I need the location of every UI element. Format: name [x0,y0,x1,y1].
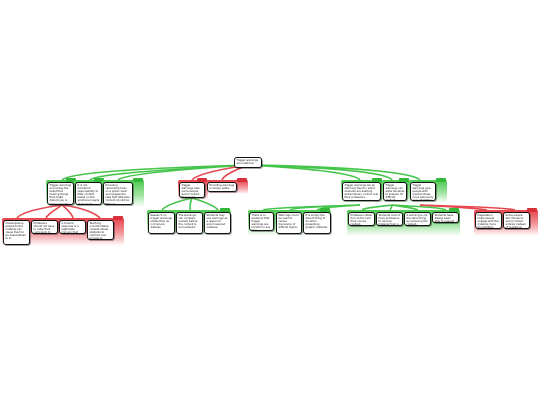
root-claim-node[interactable]: Trigger warnings are unethical. [234,157,262,168]
claim-text: Teaching uncomfortable content allows st… [89,222,109,240]
claim-node-c3[interactable]: Trigger warnings can allow students to p… [383,182,407,201]
band-cap [66,178,76,182]
claim-text: There is no evidence that trigger warnin… [251,214,271,231]
band-cap [94,178,104,182]
claim-text: Trigger warnings are an alarming trend i… [344,184,379,200]
edge-root-c4 [247,164,421,181]
claim-text: It is simply the decent thing to do when… [305,214,328,230]
claim-node-b1[interactable]: Research on trigger warnings shows they … [148,212,175,234]
claim-node-a3[interactable]: A trauma response is a legitimate concer… [59,220,86,234]
edge-root-p1 [61,164,249,181]
band-cap [197,178,207,182]
claim-node-a1[interactable]: Overexposing people to the material can … [3,220,30,245]
claim-node-p2[interactable]: It is not educators' responsibility to f… [75,182,102,205]
claim-text: Providing censorship tools on a public l… [105,184,130,205]
band-cap [237,178,247,182]
claim-text: Trigger warnings can allow students to p… [385,184,405,201]
claim-text: Warnings could be used to censor discuss… [278,214,299,230]
claim-node-b3[interactable]: Students may use warnings as a reason to… [204,212,231,234]
claim-text: It is not educators' responsibility to f… [77,184,100,205]
band-cap [133,178,143,182]
band-cap [113,216,123,220]
claim-node-d3[interactable]: It is simply the decent thing to do when… [303,212,331,234]
claim-node-d1[interactable]: There is no evidence that trigger warnin… [249,212,274,231]
claim-text: Research on trigger warnings shows they … [150,214,172,230]
claim-node-c1[interactable]: Trigger warnings help some people avoid … [179,182,205,198]
claim-text: The warnings can increase anxiety before… [178,214,198,230]
claim-node-a4[interactable]: Teaching uncomfortable content allows st… [87,220,114,240]
claim-text: Overexposing people to the material can … [5,222,26,241]
band-cap [320,208,330,212]
band-cap [527,208,537,212]
claim-node-b2[interactable]: The warnings can increase anxiety before… [176,212,203,234]
claim-text: Trigger warnings give people with mental… [412,184,434,201]
claim-node-p3[interactable]: Providing censorship tools on a public l… [103,182,133,205]
band-cap [372,178,382,182]
edge-c3-e4 [391,204,447,211]
claim-node-f1[interactable]: Preparation helps people engage with the… [475,212,502,229]
claim-text: Students may use warnings as a reason to… [206,214,228,230]
claim-text: Students cannot force professors to remo… [378,214,400,226]
claim-node-f2[interactable]: Some people will choose to avoid content… [503,212,530,229]
claim-text: A warning is not the same thing as remov… [406,214,428,226]
edge-c3-e1 [361,204,393,211]
edge-c4-f2 [419,204,516,211]
claim-text: A trauma response is a legitimate concer… [61,222,79,234]
claim-text: Professors should not have to cater thei… [33,222,55,234]
root-claim-text: Trigger warnings are unethical. [236,159,259,166]
claim-node-c2[interactable]: Providing warnings is simply polite. [207,182,237,192]
claim-node-p1[interactable]: Trigger warnings encourage the belief th… [47,182,74,205]
claim-node-e2[interactable]: Students cannot force professors to remo… [376,212,403,226]
claim-node-c4[interactable]: Trigger warnings give people with mental… [410,182,436,201]
claim-text: Professors retain full control over thei… [350,214,373,226]
band-cap [399,178,409,182]
claim-node-a2[interactable]: Professors should not have to cater thei… [31,220,58,234]
band-cap [220,208,230,212]
claim-text: Some people will choose to avoid content… [505,214,526,229]
claim-node-p4[interactable]: Trigger warnings are an alarming trend i… [342,182,381,201]
claim-node-e4[interactable]: Students have always been able to reques… [432,212,459,223]
claim-text: Preparation helps people engage with the… [477,214,499,229]
claim-text: Trigger warnings help some people avoid … [181,184,200,198]
edge-p4-d3 [316,204,361,211]
claim-text: Trigger warnings encourage the belief th… [49,184,72,205]
claim-text: Providing warnings is simply polite. [209,184,235,191]
claim-text: Students have always been able to reques… [434,214,455,223]
band-cap [436,178,446,182]
claim-node-e3[interactable]: A warning is not the same thing as remov… [404,212,431,226]
band-cap [449,208,459,212]
claim-node-d2[interactable]: Warnings could be used to censor discuss… [276,212,302,234]
claim-node-e1[interactable]: Professors retain full control over thei… [348,212,375,226]
edge-root-p3 [117,164,249,181]
